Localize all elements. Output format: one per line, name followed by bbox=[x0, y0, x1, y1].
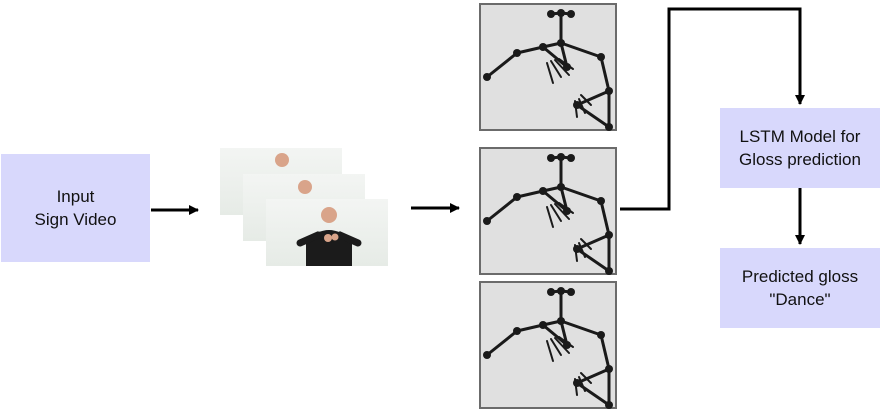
skeleton-joint bbox=[605, 123, 613, 131]
skeleton-joint bbox=[483, 351, 491, 359]
skeleton-joint bbox=[557, 287, 565, 295]
skeleton-finger bbox=[578, 376, 586, 392]
skeleton-bone bbox=[541, 189, 569, 213]
skeleton-figure-1 bbox=[483, 9, 613, 131]
pose-frame-1 bbox=[479, 3, 617, 131]
skeleton-bone bbox=[559, 319, 603, 337]
signer-figure-3 bbox=[296, 207, 362, 266]
skeleton-joint bbox=[557, 9, 565, 17]
gloss-node-label-line2: "Dance" bbox=[769, 290, 831, 309]
skeleton-finger bbox=[578, 242, 586, 258]
skeleton-finger bbox=[550, 60, 562, 78]
skeleton-bone bbox=[575, 89, 611, 107]
skeleton-joint bbox=[557, 183, 565, 191]
skeleton-joint bbox=[513, 49, 521, 57]
skeleton-bone bbox=[559, 185, 603, 203]
lstm-node-label-line2: Gloss prediction bbox=[739, 150, 861, 169]
skeleton-finger bbox=[578, 98, 586, 114]
skeleton-figure-2 bbox=[483, 153, 613, 275]
skeleton-joint bbox=[597, 53, 605, 61]
skeleton-joint bbox=[567, 288, 575, 296]
skeleton-joint bbox=[563, 207, 571, 215]
skeleton-joint bbox=[557, 39, 565, 47]
lstm-node-label-line1: LSTM Model for bbox=[739, 127, 861, 146]
skeleton-joint bbox=[605, 401, 613, 409]
skeleton-bone bbox=[575, 367, 611, 385]
skeleton-joint bbox=[557, 153, 565, 161]
input-node-label-line2: Sign Video bbox=[34, 210, 117, 229]
skeleton-joint bbox=[563, 63, 571, 71]
skeleton-joint bbox=[539, 43, 547, 51]
skeleton-bone bbox=[599, 55, 611, 93]
lstm-model-node: LSTM Model for Gloss prediction bbox=[720, 108, 880, 188]
skeleton-bone bbox=[485, 195, 519, 223]
skeleton-finger bbox=[546, 206, 554, 228]
skeleton-joint bbox=[539, 187, 547, 195]
skeleton-joint bbox=[567, 154, 575, 162]
arrow-poses-to-lstm bbox=[620, 7, 805, 211]
skeleton-finger bbox=[546, 62, 554, 84]
skeleton-joint bbox=[483, 217, 491, 225]
skeleton-finger bbox=[580, 372, 592, 384]
skeleton-joint bbox=[547, 154, 555, 162]
skeleton-finger bbox=[554, 59, 570, 76]
skeleton-joint bbox=[573, 245, 581, 253]
skeleton-joint bbox=[563, 341, 571, 349]
skeleton-joint bbox=[547, 288, 555, 296]
skeleton-finger bbox=[550, 338, 562, 356]
skeleton-figure-3 bbox=[483, 287, 613, 409]
skeleton-bone bbox=[515, 189, 545, 199]
skeleton-joint bbox=[513, 193, 521, 201]
skeleton-finger bbox=[580, 238, 592, 250]
skeleton-bone bbox=[599, 333, 611, 371]
skeleton-joint bbox=[547, 10, 555, 18]
skeleton-bone bbox=[541, 45, 569, 69]
skeleton-joint bbox=[605, 231, 613, 239]
skeleton-joint bbox=[573, 101, 581, 109]
gloss-node-label-line1: Predicted gloss bbox=[741, 267, 859, 286]
skeleton-bone bbox=[559, 41, 603, 59]
skeleton-finger bbox=[546, 340, 554, 362]
skeleton-bone bbox=[541, 323, 569, 347]
skeleton-finger bbox=[554, 203, 570, 220]
skeleton-joint bbox=[483, 73, 491, 81]
skeleton-joint bbox=[605, 365, 613, 373]
skeleton-joint bbox=[513, 327, 521, 335]
skeleton-bone bbox=[599, 199, 611, 237]
skeleton-finger bbox=[580, 94, 592, 106]
skeleton-bone bbox=[485, 51, 519, 79]
skeleton-joint bbox=[557, 317, 565, 325]
input-node-label-line1: Input bbox=[56, 187, 95, 206]
skeleton-bone bbox=[485, 329, 519, 357]
skeleton-bone bbox=[575, 233, 611, 251]
skeleton-joint bbox=[573, 379, 581, 387]
skeleton-finger bbox=[550, 204, 562, 222]
pose-frame-3 bbox=[479, 281, 617, 409]
skeleton-joint bbox=[539, 321, 547, 329]
skeleton-joint bbox=[605, 267, 613, 275]
skeleton-finger bbox=[554, 337, 570, 354]
skeleton-joint bbox=[567, 10, 575, 18]
video-frame-3 bbox=[266, 199, 388, 266]
pose-frame-2 bbox=[479, 147, 617, 275]
skeleton-bone bbox=[515, 323, 545, 333]
predicted-gloss-node: Predicted gloss "Dance" bbox=[720, 248, 880, 328]
skeleton-joint bbox=[605, 87, 613, 95]
skeleton-joint bbox=[597, 331, 605, 339]
skeleton-bone bbox=[515, 45, 545, 55]
skeleton-joint bbox=[597, 197, 605, 205]
input-sign-video-node: Input Sign Video bbox=[1, 154, 150, 262]
